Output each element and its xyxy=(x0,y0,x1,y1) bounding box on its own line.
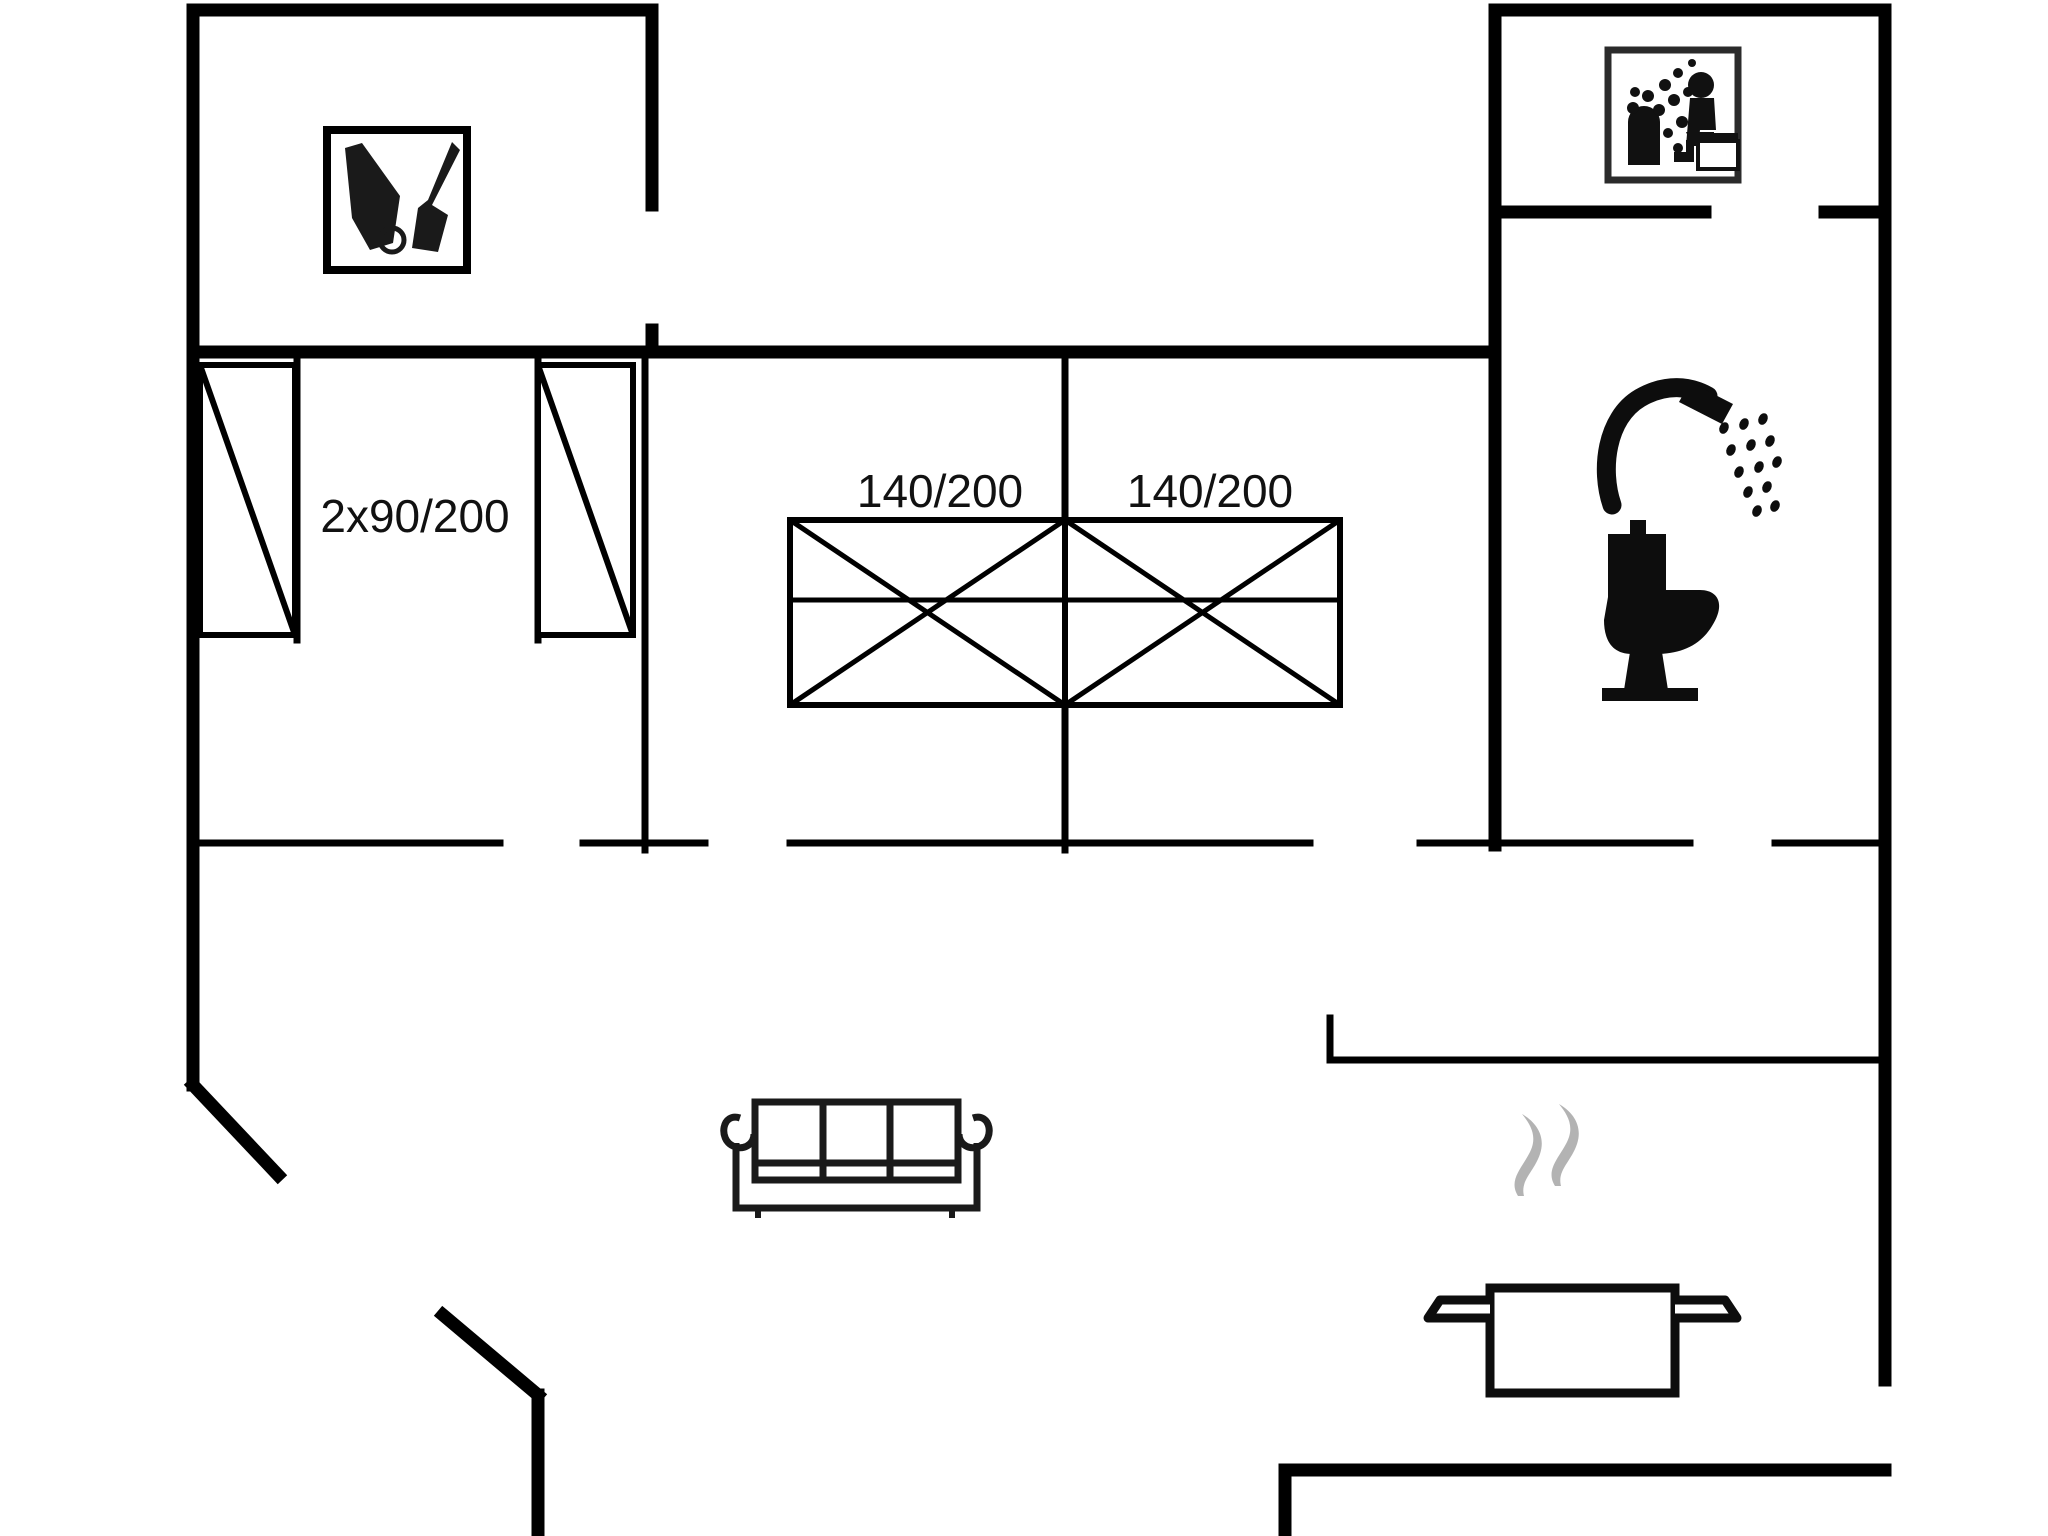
sofa-icon xyxy=(720,1098,993,1218)
label-bedroom-mid-right: 140/200 xyxy=(1127,465,1293,517)
toilet-icon xyxy=(1602,520,1720,701)
exterior-walls xyxy=(183,3,1892,1536)
single-bed-right xyxy=(535,362,636,638)
sauna-icon xyxy=(1604,46,1742,184)
cooking-pot-icon xyxy=(1423,1104,1742,1398)
shower-icon xyxy=(1596,378,1782,517)
double-bed-left xyxy=(787,517,1068,708)
wall-diagonal-bottom-left xyxy=(183,1075,288,1185)
wall-diagonal-bottom-center xyxy=(433,1305,548,1405)
bed-group xyxy=(197,362,1343,708)
label-bedroom-left: 2x90/200 xyxy=(320,490,509,542)
single-bed-left xyxy=(197,362,298,638)
steam-icon xyxy=(1514,1104,1579,1196)
broom-and-dustpan-icon xyxy=(323,126,471,274)
label-bedroom-mid-left: 140/200 xyxy=(857,465,1023,517)
double-bed-right xyxy=(1062,517,1343,708)
